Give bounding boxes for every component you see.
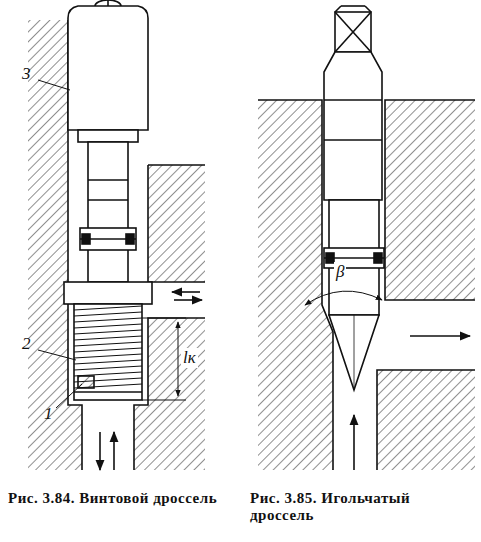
needle-throttle xyxy=(258,6,475,470)
thread-stroke xyxy=(74,348,142,352)
figure-caption: Рис. 3.84. Винтовой дроссель xyxy=(8,490,233,507)
angle-label: β xyxy=(334,262,346,282)
thread-stroke xyxy=(74,306,142,310)
thread-stroke xyxy=(74,360,142,364)
thread-stroke xyxy=(74,336,142,340)
thread-stroke xyxy=(74,342,142,346)
screw-throttle xyxy=(28,0,205,470)
thread-stroke xyxy=(74,354,142,358)
thread-stroke xyxy=(74,312,142,316)
thread-stroke xyxy=(74,330,142,334)
thread-stroke xyxy=(74,324,142,328)
callout-number: 2 xyxy=(20,334,33,354)
dimension-label: lк xyxy=(181,348,198,368)
thread-stroke xyxy=(74,318,142,322)
callout-number: 1 xyxy=(42,404,55,424)
callout-number: 3 xyxy=(20,64,33,84)
figure-caption: Рис. 3.85. Игольчатый дроссель xyxy=(250,490,475,525)
thread-stroke xyxy=(74,366,142,370)
